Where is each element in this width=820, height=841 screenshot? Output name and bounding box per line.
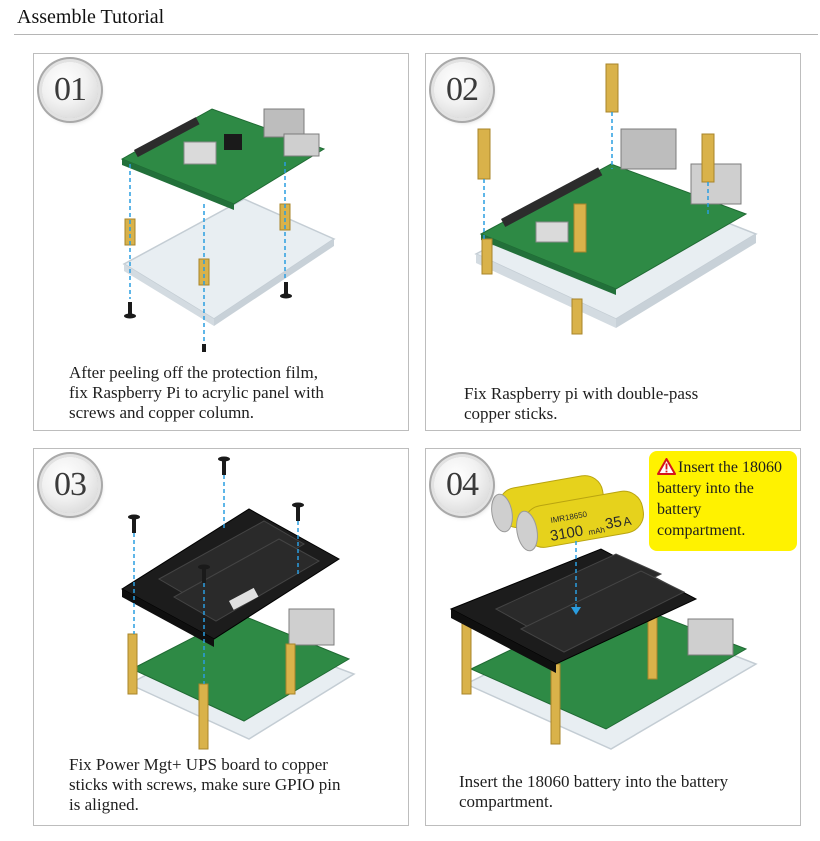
step-04-illustration: 3100 mAh 35 A IMR18650 [449, 475, 758, 750]
svg-text:3100: 3100 [549, 522, 585, 545]
svg-text:mAh: mAh [588, 525, 606, 537]
page-title: Assemble Tutorial [17, 6, 165, 28]
title-divider [14, 34, 818, 35]
step-02-illustration [474, 63, 758, 335]
step-01-illustration [120, 108, 336, 352]
step-number-badge: 02 [434, 62, 490, 118]
step-caption: Fix Power Mgt+ UPS board to copper stick… [69, 755, 341, 814]
step-03-illustration [121, 456, 356, 750]
step-number-badge: 01 [42, 62, 98, 118]
svg-text:A: A [622, 514, 632, 529]
step-caption: After peeling off the protection film, f… [69, 363, 324, 422]
callout-text: Insert the 18060 battery into the batter… [657, 459, 782, 539]
step-card-04: 3100 mAh 35 A IMR18650 04 [425, 448, 801, 826]
step-card-03: 03 Fix Power Mgt+ UPS board to copper st… [33, 448, 409, 826]
warning-icon [657, 458, 676, 475]
battery-callout: Insert the 18060 battery into the batter… [649, 451, 797, 551]
step-number-badge: 03 [42, 457, 98, 513]
step-card-02: 02 Fix Raspberry pi with double-pass cop… [425, 53, 801, 431]
step-number-badge: 04 [434, 457, 490, 513]
step-card-01: 01 After peeling off the protection film… [33, 53, 409, 431]
step-caption: Fix Raspberry pi with double-pass copper… [464, 384, 699, 423]
step-caption: Insert the 18060 battery into the batter… [459, 772, 729, 811]
battery-illustration: 3100 mAh 35 A IMR18650 [491, 475, 644, 552]
svg-text:35: 35 [604, 513, 623, 533]
